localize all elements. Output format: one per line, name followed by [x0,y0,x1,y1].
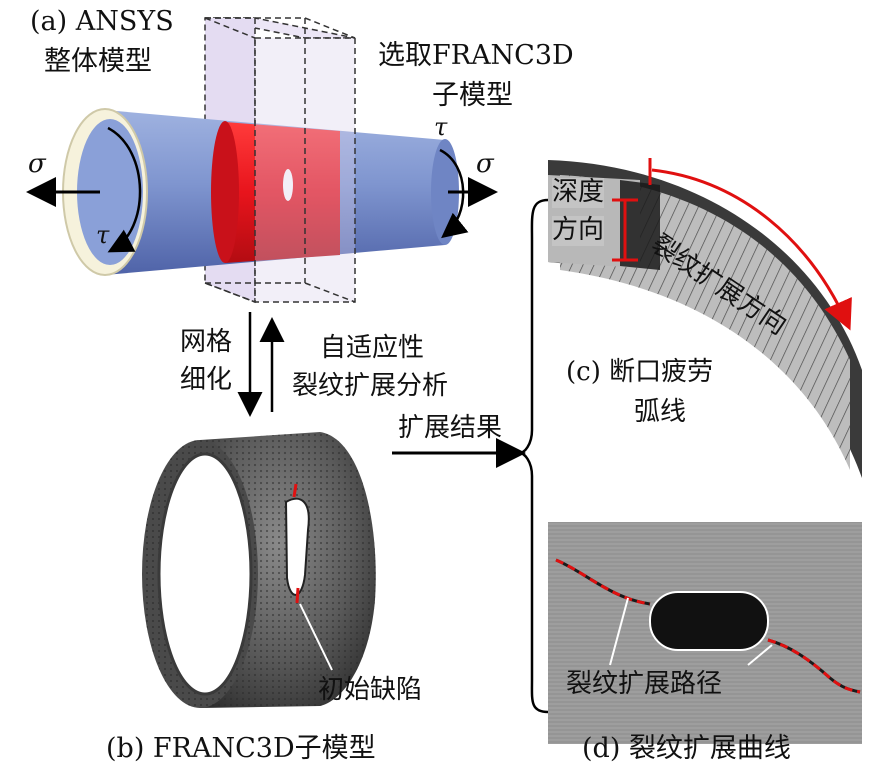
depth-label-line2: 方向 [552,215,605,246]
crack-path-label: 裂纹扩展路径 [566,669,723,699]
panel-c-caption-line1: (c) 断口疲劳 [566,357,714,387]
depth-label-line1: 深度 [552,177,605,208]
brace [519,198,549,714]
panel-d-crack [548,522,862,744]
tau-left: τ [96,221,110,249]
adaptive-label-line2: 裂纹扩展分析 [292,371,449,401]
panel-b-caption: (b) FRANC3D子模型 [106,733,376,764]
refine-label-line1: 网格 [180,327,233,357]
submodel-label-line1: 选取FRANC3D [378,40,574,71]
panel-d-caption: (d) 裂纹扩展曲线 [582,733,791,764]
tau-right: τ [434,113,448,141]
panel-a-pipe [25,17,498,304]
initial-defect-label: 初始缺陷 [318,675,423,705]
submodel-label-line2: 子模型 [432,80,513,111]
result-label: 扩展结果 [398,413,503,443]
panel-b-mesh [142,432,376,708]
sigma-right: σ [476,149,494,179]
panel-c-caption-line2: 弧线 [634,397,687,427]
sigma-left: σ [28,149,46,179]
adaptive-label-line1: 自适应性 [320,333,425,363]
refine-label-line2: 细化 [180,365,233,395]
panel-a-title-line1: (a) ANSYS [30,6,174,37]
panel-a-title-line2: 整体模型 [44,46,152,77]
